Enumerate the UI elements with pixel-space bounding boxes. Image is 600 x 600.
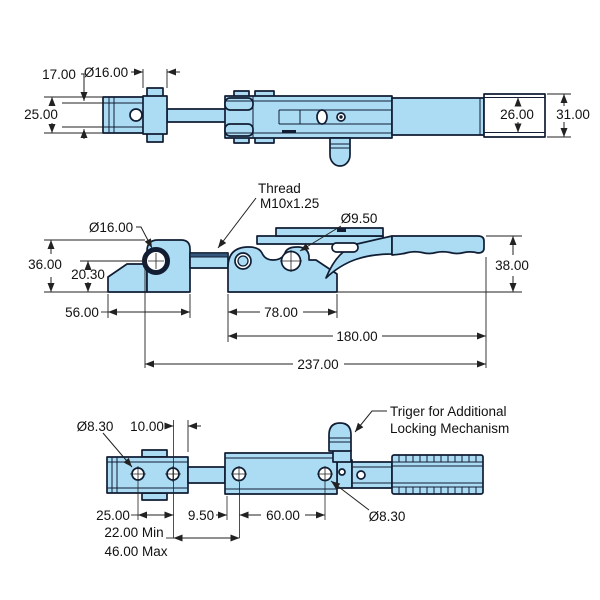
- dim-17-leader: [80, 73, 88, 101]
- side-view: 36.00 20.30 Ø16.00 Thread M10x1.25 Ø9.50…: [28, 181, 529, 372]
- trigger-note-leader: [354, 410, 387, 433]
- dim-237-text: 237.00: [297, 357, 338, 372]
- top-trigger-knob: [329, 137, 351, 167]
- side-foot: [107, 263, 148, 293]
- side-plate-tick: [337, 228, 346, 232]
- top-body-lines: [225, 96, 392, 138]
- bottom-view: Ø8.30 10.00 25.00 9.50 60.00 Ø8.30 22.00…: [77, 404, 510, 559]
- ext-17: [62, 102, 103, 128]
- dim-d16-leader: [136, 226, 153, 249]
- bottom-block-tab-upper: [141, 449, 168, 458]
- dim-36-text: 36.00: [28, 257, 62, 272]
- ext-56: [107, 294, 191, 318]
- bottom-hole-1-crosshair: [130, 466, 146, 482]
- dim-950-text: 9.50: [188, 508, 214, 523]
- top-pivot-lug-lower: [224, 123, 254, 137]
- bottom-view-part: [106, 422, 484, 501]
- dim-d950-leader: [299, 225, 342, 252]
- side-view-dimensions: 36.00 20.30 Ø16.00 Thread M10x1.25 Ø9.50…: [28, 181, 529, 372]
- top-small-hole-center: [339, 115, 343, 119]
- bottom-hole-4-crosshair: [317, 466, 333, 482]
- thread-leader: [217, 197, 257, 249]
- ext-d16-top: [142, 69, 168, 88]
- top-pivot-lug-upper: [224, 97, 254, 111]
- top-slot-hole: [316, 109, 328, 125]
- thread-spec-text: M10x1.25: [260, 196, 319, 211]
- dim-22min-text: 22.00 Min: [104, 525, 163, 540]
- dim-d830L-text: Ø8.30: [77, 419, 114, 434]
- trigger-note-line2: Locking Mechanism: [390, 421, 509, 436]
- bottom-view-dimensions: Ø8.30 10.00 25.00 9.50 60.00 Ø8.30 22.00…: [77, 404, 510, 559]
- side-thread-band: [189, 252, 229, 258]
- thread-title-text: Thread: [258, 181, 301, 196]
- top-view: 17.00 25.00 Ø16.00 26.00 31.00: [24, 65, 590, 167]
- dim-25-bottom-text: 25.00: [96, 508, 130, 523]
- bottom-grip-serrations: [398, 455, 477, 494]
- side-pivot-bushing-inner: [237, 255, 249, 267]
- dim-38-text: 38.00: [495, 258, 529, 273]
- top-grip-sleeve: [391, 97, 485, 136]
- top-view-part: [102, 87, 546, 167]
- bottom-hole-3-crosshair: [231, 466, 247, 482]
- side-link-slot: [331, 242, 359, 253]
- dim-60-text: 60.00: [266, 508, 300, 523]
- top-swivel-block: [142, 95, 168, 135]
- side-view-part: [107, 227, 485, 293]
- bottom-trigger-dome: [328, 422, 352, 452]
- bottom-rod: [187, 466, 226, 484]
- dim-d16-top-text: Ø16.00: [84, 65, 128, 80]
- dim-26-text: 26.00: [500, 107, 534, 122]
- dim-d16-side-text: Ø16.00: [89, 220, 133, 235]
- bottom-shank-lines: [352, 466, 392, 484]
- bottom-center-extension-lines: [137, 420, 326, 538]
- top-body-tick: [282, 130, 296, 133]
- bottom-block-tab-lower: [141, 492, 168, 501]
- dim-31-text: 31.00: [556, 107, 590, 122]
- dim-17-text: 17.00: [42, 67, 76, 82]
- dim-d950-text: Ø9.50: [341, 211, 378, 226]
- dim-46max-text: 46.00 Max: [104, 544, 167, 559]
- bottom-hole-2-crosshair: [165, 466, 181, 482]
- dim-d830R-leader: [330, 480, 370, 511]
- bottom-grip-block: [391, 454, 484, 495]
- side-handle-grip: [391, 235, 485, 256]
- top-bracket-lines: [103, 97, 145, 133]
- bottom-bracket-lines: [107, 457, 188, 493]
- side-mount-hole-crosshair: [280, 250, 302, 272]
- bottom-trigger-lines: [329, 437, 351, 443]
- trigger-note-line1: Triger for Additional: [390, 404, 507, 419]
- dim-78-text: 78.00: [264, 305, 298, 320]
- dim-10-text: 10.00: [130, 419, 164, 434]
- dim-25-top-text: 25.00: [24, 107, 58, 122]
- side-upper-plate: [275, 227, 384, 237]
- top-view-dimensions: 17.00 25.00 Ø16.00 26.00 31.00: [24, 65, 590, 139]
- side-ring-crosshair: [148, 253, 164, 269]
- bottom-shank-hole: [356, 470, 366, 480]
- dim-2030-text: 20.30: [71, 267, 105, 282]
- top-trigger-lines: [330, 143, 350, 149]
- dim-d830L-leader: [102, 432, 133, 468]
- bottom-housing-hole: [338, 468, 346, 476]
- dim-d830R-text: Ø8.30: [369, 509, 406, 524]
- bottom-body-lines: [225, 457, 337, 490]
- dim-56-text: 56.00: [65, 305, 99, 320]
- dim-180-text: 180.00: [336, 329, 377, 344]
- bottom-grip-bands: [392, 461, 483, 488]
- top-clevis-pin-hole: [129, 108, 143, 122]
